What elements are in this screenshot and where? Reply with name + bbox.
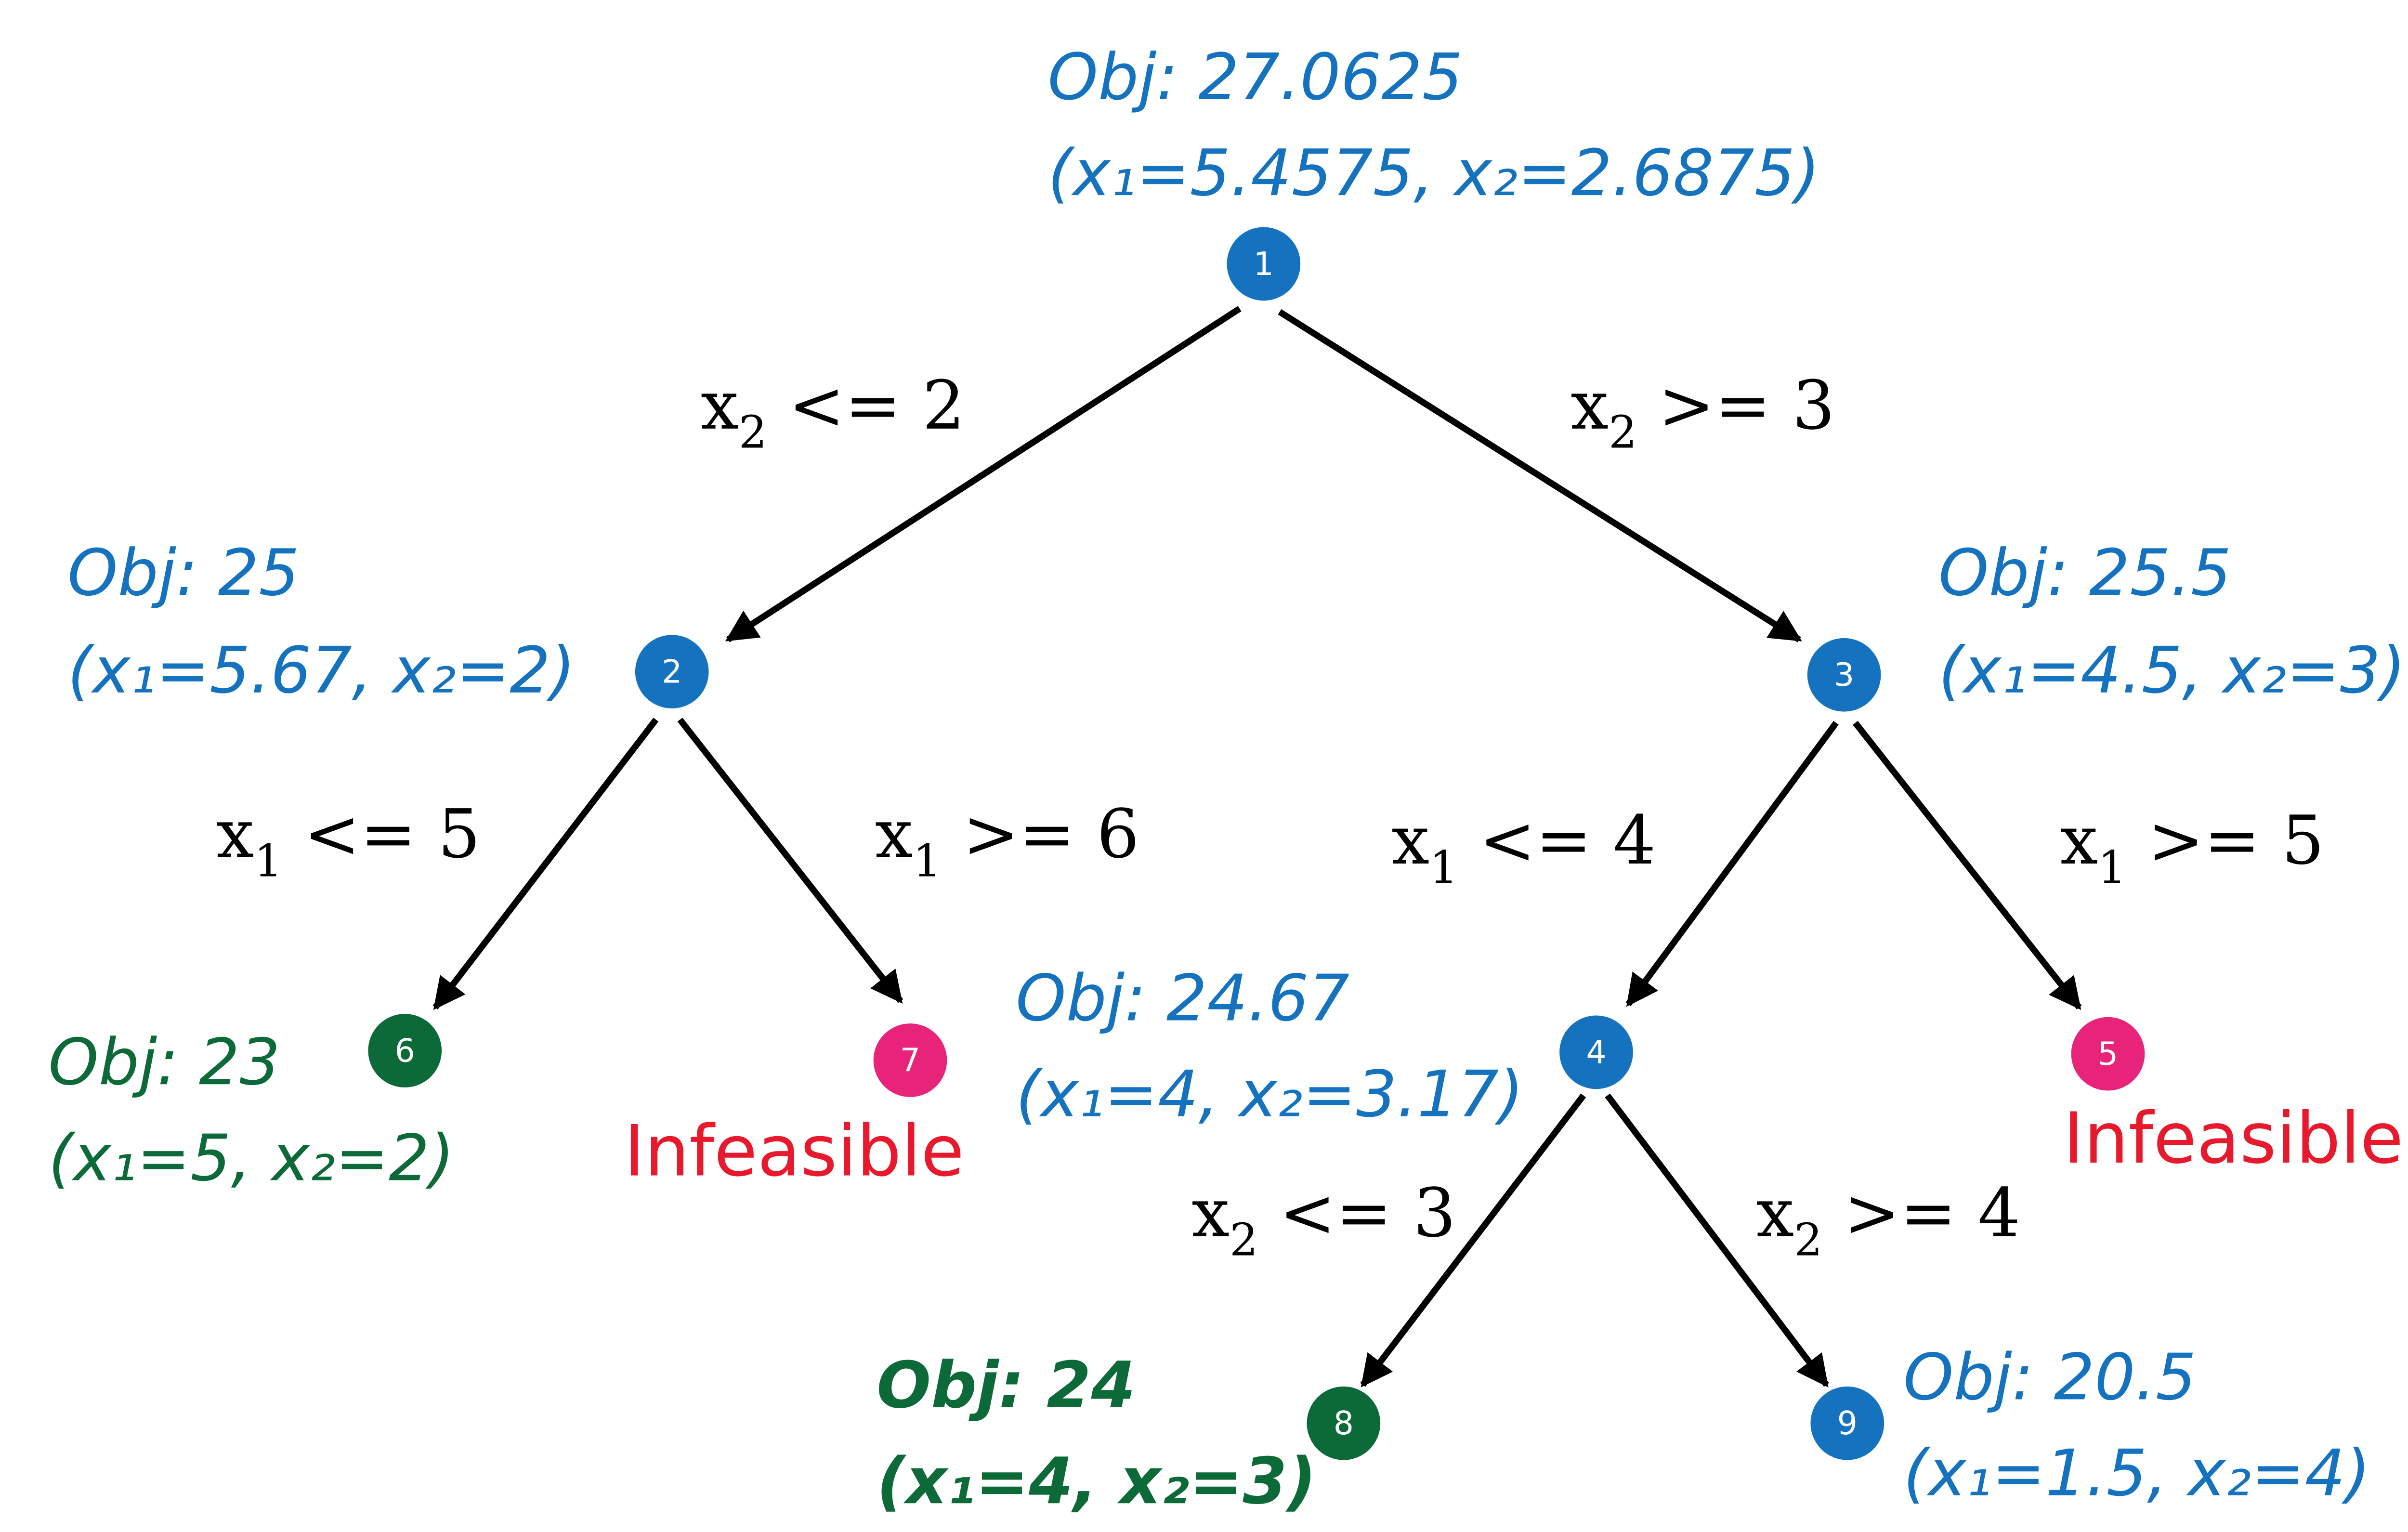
- edge-label-3-4: x1 <= 4: [1391, 801, 1656, 893]
- node-4: 4: [1559, 1015, 1633, 1089]
- edge-3-5: [1853, 720, 2082, 1010]
- node-3-obj: Obj: 25.5: [1938, 536, 2231, 610]
- node-6-obj: Obj: 23: [48, 1025, 280, 1100]
- node-2-solution: (x₁=5.67, x₂=2): [67, 634, 575, 708]
- svg-text:9: 9: [1837, 1404, 1858, 1442]
- edge-label-4-9: x2 >= 4: [1756, 1174, 2021, 1266]
- node-5-infeasible: Infeasible: [2063, 1098, 2403, 1179]
- node-9-solution: (x₁=1.5, x₂=4): [1903, 1437, 2370, 1511]
- node-2-obj: Obj: 25: [67, 536, 300, 610]
- node-4-obj: Obj: 24.67: [1016, 961, 1349, 1035]
- edge-label-3-5: x1 >= 5: [2060, 801, 2324, 893]
- node-1-solution: (x₁=5.4575, x₂=2.6875): [1048, 136, 1820, 210]
- node-8-obj: Obj: 24: [877, 1349, 1136, 1423]
- node-3-solution: (x₁=4.5, x₂=3): [1938, 634, 2406, 708]
- edge-3-4: [1625, 720, 1839, 1007]
- node-7-infeasible: Infeasible: [624, 1111, 964, 1192]
- svg-text:4: 4: [1586, 1034, 1606, 1071]
- svg-text:8: 8: [1334, 1404, 1354, 1442]
- node-9: 9: [1810, 1386, 1885, 1460]
- edge-label-1-3: x2 >= 3: [1570, 367, 1835, 458]
- node-2: 2: [635, 635, 709, 708]
- node-6: 6: [368, 1014, 442, 1087]
- edge-4-9: [1605, 1093, 1829, 1388]
- node-1: 1: [1227, 227, 1301, 301]
- edge-2-7: [677, 718, 903, 1004]
- node-9-obj: Obj: 20.5: [1903, 1340, 2196, 1414]
- node-1-obj: Obj: 27.0625: [1048, 40, 1463, 115]
- edge-label-4-8: x2 <= 3: [1191, 1174, 1456, 1266]
- edge-1-2: [725, 306, 1242, 642]
- edge-2-6: [432, 718, 659, 1010]
- edge-4-8: [1360, 1093, 1586, 1388]
- node-7: 7: [873, 1023, 947, 1097]
- edge-1-3: [1278, 309, 1802, 642]
- node-4-solution: (x₁=4, x₂=3.17): [1016, 1058, 1523, 1132]
- svg-text:2: 2: [662, 653, 682, 691]
- edge-label-2-6: x1 <= 5: [216, 795, 481, 887]
- node-5: 5: [2071, 1017, 2145, 1091]
- node-8: 8: [1307, 1386, 1381, 1460]
- edge-label-1-2: x2 <= 2: [701, 367, 965, 458]
- node-8-solution: (x₁=4, x₂=3): [877, 1444, 1316, 1519]
- svg-text:6: 6: [395, 1032, 415, 1070]
- node-3: 3: [1807, 638, 1881, 712]
- svg-text:5: 5: [2098, 1035, 2118, 1073]
- svg-text:7: 7: [900, 1041, 920, 1079]
- svg-text:3: 3: [1834, 656, 1854, 694]
- node-6-solution: (x₁=5, x₂=2): [48, 1121, 454, 1195]
- svg-text:1: 1: [1254, 245, 1274, 283]
- edge-label-2-7: x1 >= 6: [875, 795, 1139, 887]
